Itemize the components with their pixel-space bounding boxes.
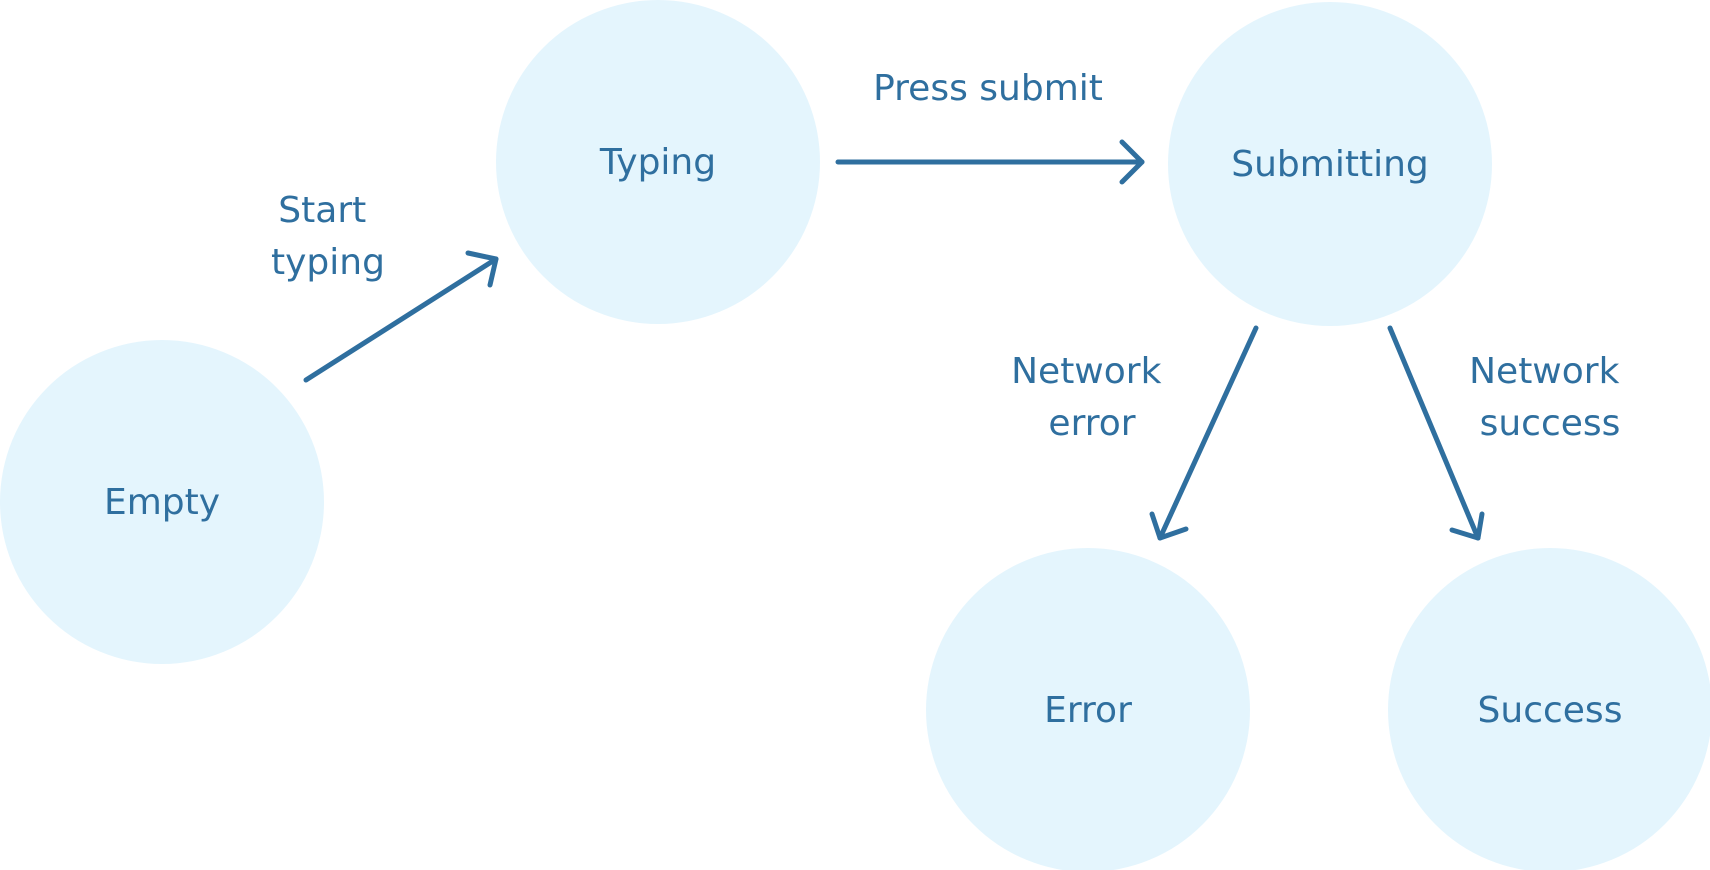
node-success: Success <box>1388 548 1710 870</box>
node-empty-circle <box>0 340 324 664</box>
edge-network-success-label-line-2: success <box>1480 403 1621 444</box>
edge-start-typing-label-line-1: Start <box>278 190 366 231</box>
edge-press-submit-label: Press submit <box>873 68 1103 109</box>
node-typing-label: Typing <box>599 142 716 183</box>
edge-start-typing: Start typing <box>271 190 499 383</box>
node-typing: Typing <box>496 0 820 324</box>
node-success-circle <box>1388 548 1710 870</box>
edge-network-success: Network success <box>1387 325 1631 541</box>
edge-start-typing-label: Start typing <box>271 190 385 283</box>
edge-network-error-label: Network error <box>1011 351 1173 444</box>
edge-network-error: Network error <box>1011 325 1259 541</box>
edge-network-success-arrowhead <box>1449 511 1485 541</box>
edge-network-error-label-line-1: Network <box>1011 351 1161 392</box>
edge-press-submit-arrowhead <box>1119 139 1145 185</box>
node-submitting-circle <box>1168 2 1492 326</box>
node-submitting: Submitting <box>1168 2 1492 326</box>
edge-press-submit: Press submit <box>835 68 1145 185</box>
edge-network-error-arrowhead <box>1149 511 1189 541</box>
node-error: Error <box>926 548 1250 870</box>
node-typing-circle <box>496 0 820 324</box>
edge-network-error-line <box>1157 325 1259 541</box>
edge-network-success-label-line-1: Network <box>1469 351 1619 392</box>
edge-network-success-label: Network success <box>1469 351 1631 444</box>
node-error-label: Error <box>1044 690 1132 731</box>
edge-start-typing-label-line-2: typing <box>271 242 385 283</box>
node-empty: Empty <box>0 340 324 664</box>
node-empty-label: Empty <box>104 482 220 523</box>
edge-start-typing-line <box>303 256 499 383</box>
edge-network-error-label-line-2: error <box>1048 403 1135 444</box>
edge-network-success-line <box>1387 325 1481 541</box>
edge-start-typing-arrowhead <box>465 250 499 288</box>
node-submitting-label: Submitting <box>1231 144 1429 185</box>
node-success-label: Success <box>1478 690 1623 731</box>
node-error-circle <box>926 548 1250 870</box>
